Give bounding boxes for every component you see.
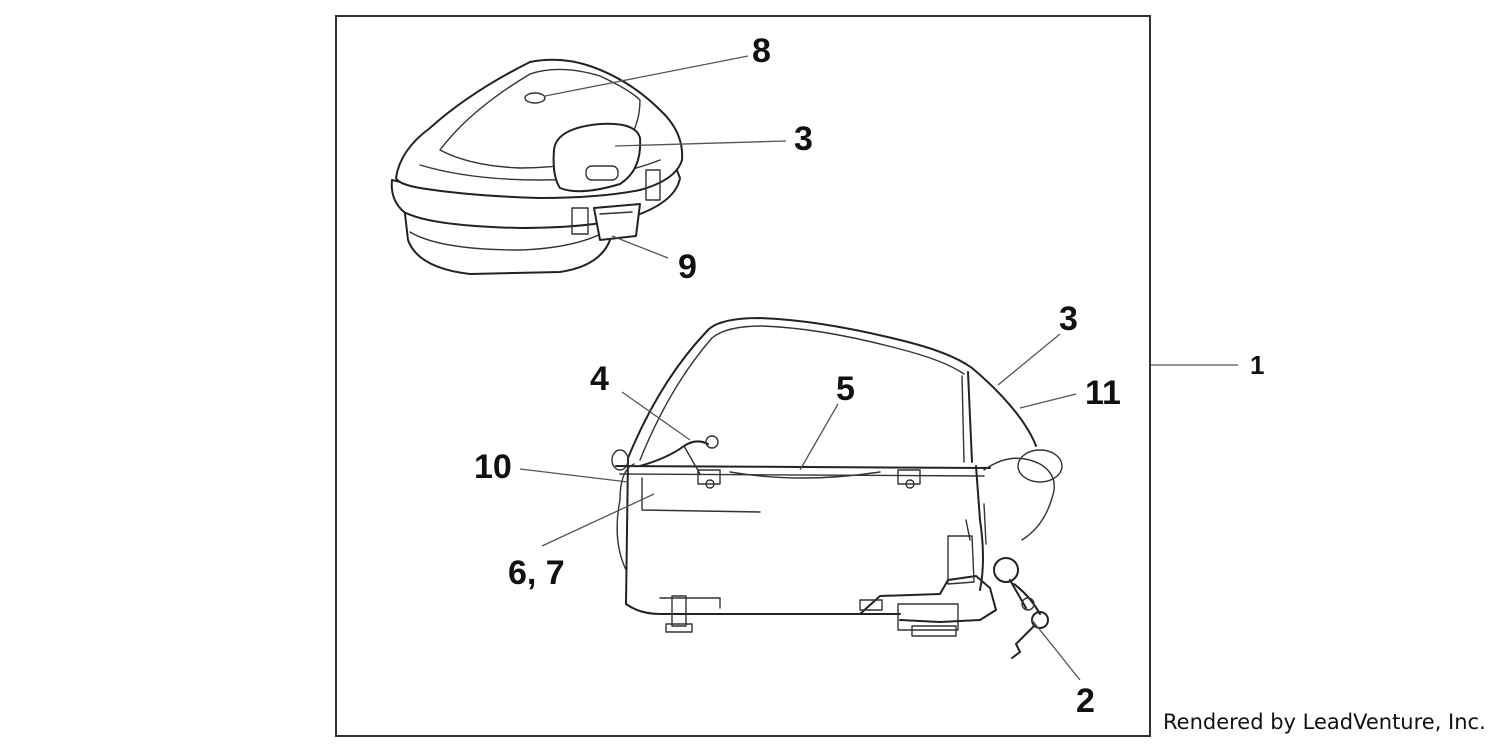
callout-2: 2 [1076,682,1095,720]
leader-6-7 [541,493,655,547]
latch-part-9 [593,203,641,241]
callout-10: 10 [474,448,512,486]
leader-3-top [614,140,787,147]
callout-1: 1 [1250,350,1264,380]
callout-11: 11 [1085,374,1121,412]
diagram-frame [335,15,1151,737]
callout-8: 8 [752,32,771,70]
key-part-2 [993,557,1049,659]
leader-9 [611,235,669,259]
callout-6-7: 6, 7 [508,554,565,592]
callout-3-bottom: 3 [1059,300,1078,338]
emblem-part-8 [524,92,546,104]
top-case-exterior [390,58,684,275]
callout-9: 9 [678,248,697,286]
leader-2 [1031,619,1081,681]
leader-4 [621,391,691,441]
wire-part-4 [639,440,709,467]
callout-3-top: 3 [794,120,813,158]
top-case-cutaway [611,317,1063,659]
callout-5: 5 [836,370,855,408]
leader-3-bottom [997,333,1061,386]
watermark-text: Rendered by LeadVenture, Inc. [1163,710,1486,734]
leader-10 [519,468,629,483]
leader-11 [1019,393,1077,409]
leader-5 [799,403,839,471]
leader-8 [544,55,749,97]
callout-4: 4 [590,360,609,398]
